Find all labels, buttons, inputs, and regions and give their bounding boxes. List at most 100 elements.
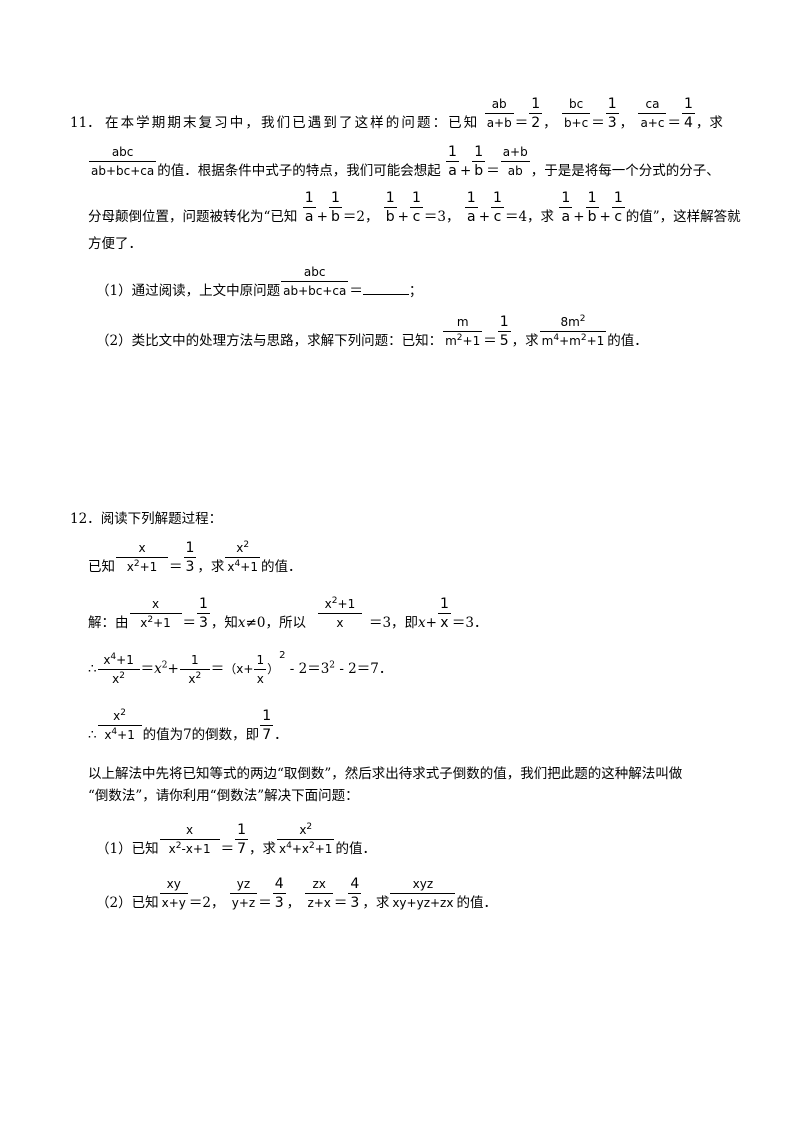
p12-explain2: “倒数法”，请你利用“倒数法”解决下面问题： bbox=[88, 788, 359, 804]
punct: ； bbox=[408, 283, 423, 299]
plus: + bbox=[397, 209, 409, 225]
equals: ＝ bbox=[169, 559, 183, 575]
plus: + bbox=[459, 163, 472, 179]
punct: ， bbox=[543, 115, 557, 131]
text: （2）已知 bbox=[96, 895, 159, 911]
text: （1）已知 bbox=[96, 841, 159, 857]
exponent: 2 bbox=[329, 660, 336, 671]
text: ≠0，所以 bbox=[245, 615, 306, 631]
answer-blank[interactable] bbox=[362, 282, 409, 295]
plus: + bbox=[573, 209, 585, 225]
text: ＝2， bbox=[342, 209, 379, 225]
exponent: 2 bbox=[161, 660, 168, 671]
text: ，求 bbox=[511, 333, 539, 349]
text: 的值”，这样解答就 bbox=[625, 209, 741, 225]
text: 已知 bbox=[88, 559, 115, 575]
text: ＝4，求 bbox=[504, 209, 555, 225]
equals: ＝ bbox=[258, 895, 272, 911]
plus: + bbox=[425, 615, 437, 631]
text: ＝3，即 bbox=[368, 615, 419, 631]
text: ，知 bbox=[210, 615, 238, 631]
text: ，求 bbox=[249, 841, 277, 857]
text: 的值． bbox=[335, 841, 376, 857]
text: （1）通过阅读，上文中原问题 bbox=[96, 283, 281, 299]
variable: x bbox=[237, 615, 246, 631]
p11-line4: 方便了． bbox=[88, 236, 142, 252]
text: ． bbox=[274, 727, 288, 743]
text: 分母颠倒位置，问题被转化为“已知 bbox=[88, 209, 298, 225]
equals: ＝ bbox=[514, 115, 529, 131]
equals: ＝ bbox=[182, 615, 197, 631]
problem-number: 12． bbox=[70, 511, 101, 527]
problem-number: 11． bbox=[70, 115, 101, 131]
text: ＝3， bbox=[423, 209, 460, 225]
text: ，求 bbox=[695, 115, 723, 131]
text: 的值． bbox=[260, 559, 302, 575]
punct: ， bbox=[619, 115, 634, 131]
plus: + bbox=[167, 661, 179, 677]
equals: ＝ bbox=[483, 333, 497, 349]
p12-heading: 12．阅读下列解题过程： bbox=[70, 511, 222, 527]
punct: ， bbox=[286, 895, 301, 911]
equals: ＝ bbox=[140, 661, 155, 677]
equals: ＝ bbox=[591, 115, 605, 131]
therefore-symbol: ∴ bbox=[88, 661, 97, 677]
text: - 2＝3 bbox=[285, 661, 330, 677]
plus: + bbox=[316, 209, 328, 225]
plus: + bbox=[478, 209, 491, 225]
text: （2）类比文中的处理方法与思路，求解下列问题：已知： bbox=[96, 333, 443, 349]
equals: ＝ bbox=[349, 283, 363, 299]
text: ，求 bbox=[362, 895, 390, 911]
text: 的值．根据条件中式子的特点，我们可能会想起 bbox=[157, 163, 441, 179]
plus: + bbox=[599, 209, 611, 225]
text: 阅读下列解题过程： bbox=[100, 511, 223, 527]
